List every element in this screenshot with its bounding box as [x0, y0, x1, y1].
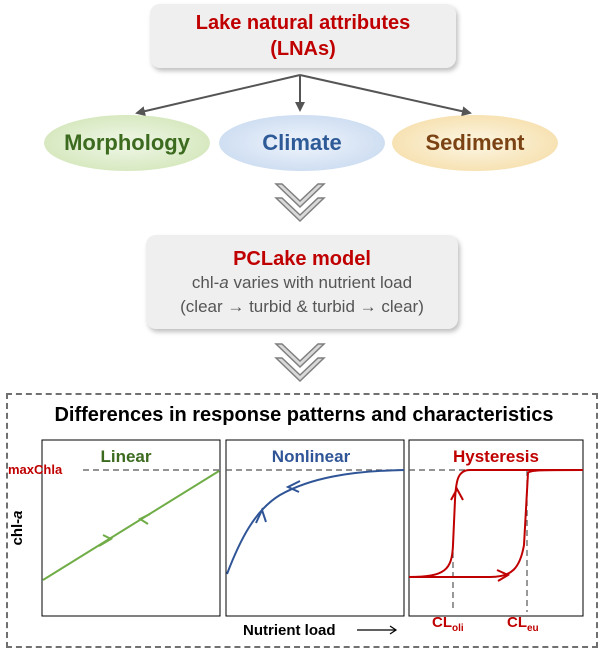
max-chla-label: maxChla: [8, 462, 63, 477]
morphology-node: Morphology: [44, 115, 210, 171]
chevron-down-icon: [274, 343, 326, 383]
nonlinear-arrow-down: [285, 480, 301, 493]
hysteresis-arrow-right: [496, 569, 511, 582]
nonlinear-title: Nonlinear: [272, 447, 351, 466]
linear-curve: [42, 470, 220, 581]
chevron-down-icon: [274, 183, 326, 223]
hysteresis-arrow-up: [450, 486, 464, 501]
hysteresis-panel: [408, 439, 584, 617]
x-axis-arrow: [357, 625, 398, 635]
sediment-node: Sediment: [392, 115, 558, 171]
hysteresis-title: Hysteresis: [453, 447, 539, 466]
nonlinear-arrow-up: [255, 507, 267, 524]
linear-arrow-down: [137, 513, 151, 525]
arrow-to-sediment: [299, 74, 472, 117]
pclake-box: PCLake model chl-a varies with nutrient …: [146, 235, 458, 329]
lna-subtitle: (LNAs): [270, 38, 336, 60]
y-axis-label: chl-a: [9, 510, 26, 545]
x-axis-label: Nutrient load: [243, 622, 336, 639]
differences-frame: [6, 393, 598, 648]
linear-panel: [41, 439, 221, 617]
climate-node: Climate: [219, 115, 385, 171]
lna-title: Lake natural attributes: [195, 12, 411, 34]
max-reference-line: [83, 469, 583, 612]
arrow-to-morphology: [135, 74, 301, 117]
lna-box: Lake natural attributes (LNAs): [150, 4, 456, 68]
linear-arrow-up: [98, 534, 114, 547]
cl-oli-label: CLoli: [432, 614, 464, 634]
hysteresis-curve: [408, 469, 584, 582]
branch-arrows: [135, 74, 472, 117]
pclake-title: PCLake model: [233, 248, 371, 270]
nonlinear-curve: [226, 469, 405, 575]
differences-title: Differences in response patterns and cha…: [54, 404, 554, 426]
linear-title: Linear: [100, 447, 151, 466]
cl-eu-label: CLeu: [507, 614, 539, 634]
pclake-desc-line1: chl-a varies with nutrient load: [191, 273, 413, 292]
pclake-desc-line2: (clear → turbid & turbid → clear): [180, 297, 424, 316]
nonlinear-panel: [225, 439, 405, 617]
